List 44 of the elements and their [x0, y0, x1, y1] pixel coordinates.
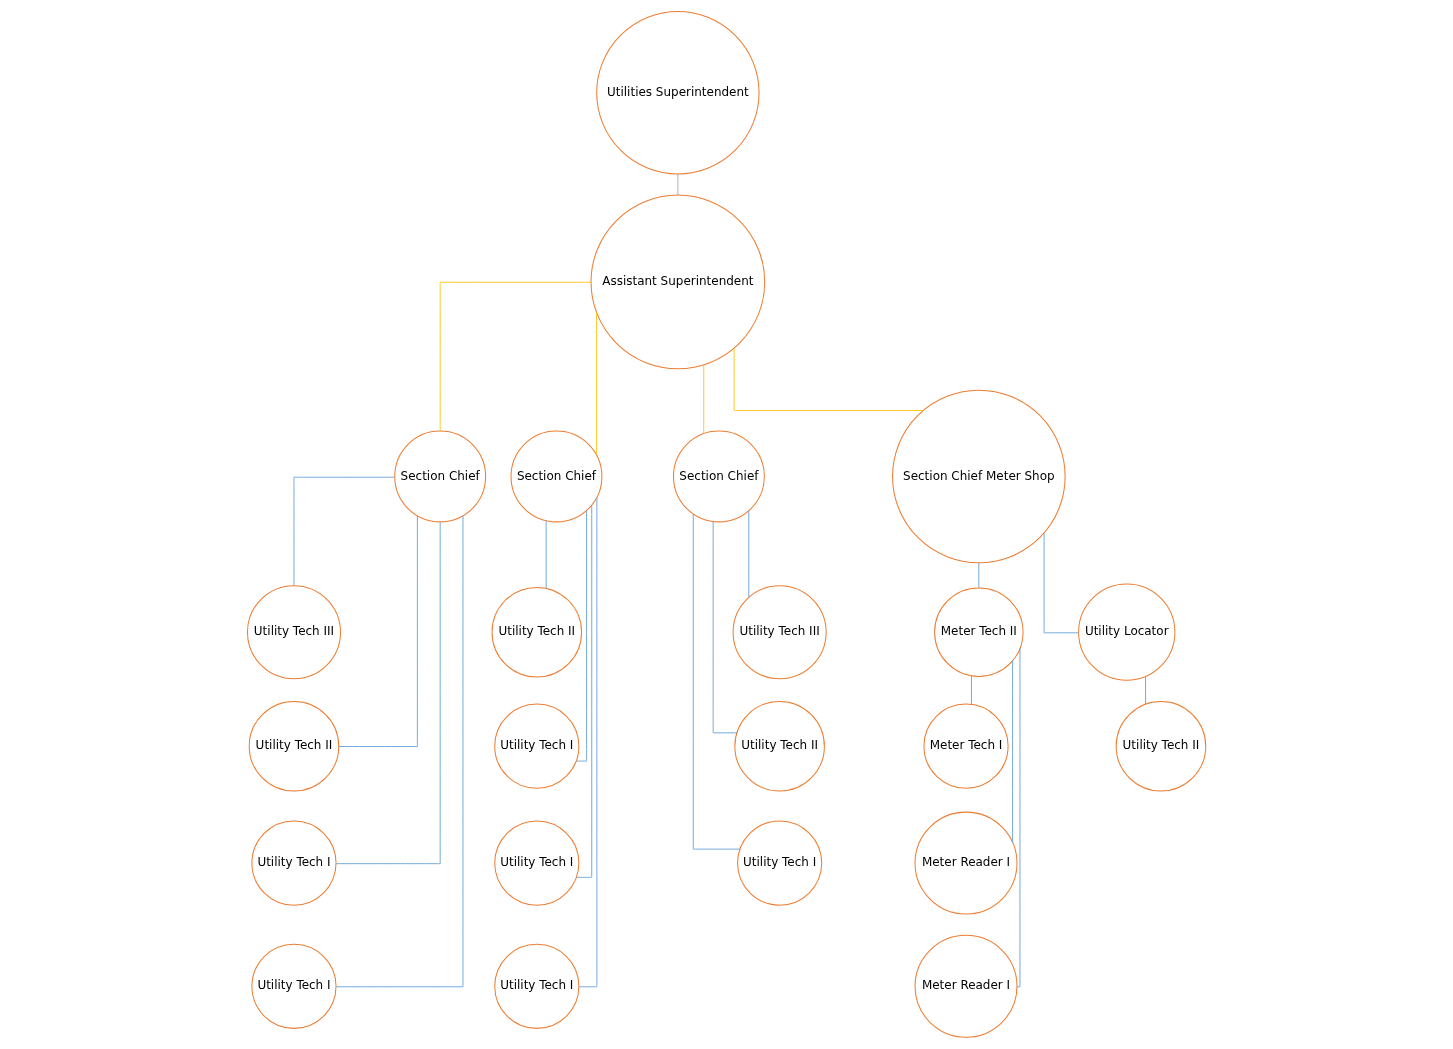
node-circle: Utility Tech I — [251, 820, 337, 906]
connector — [596, 312, 597, 455]
node-circle: Meter Tech II — [934, 587, 1024, 677]
node-circle: Utility Tech II — [734, 700, 825, 792]
node-circle: Utility Tech II — [248, 700, 340, 792]
connector — [971, 675, 972, 705]
node-circle: Meter Reader I — [914, 934, 1018, 1038]
connector — [1043, 532, 1080, 634]
node-circle: Utility Tech III — [732, 585, 827, 680]
connector — [748, 510, 750, 598]
node-circle: Utility Tech I — [494, 943, 580, 1029]
connector — [335, 521, 441, 865]
connector — [335, 515, 464, 988]
node-circle: Assistant Superintendent — [590, 194, 766, 370]
connector — [1012, 660, 1013, 843]
connector — [576, 505, 593, 878]
node-circle: Utilities Superintendent — [596, 11, 760, 175]
node-circle: Section Chief — [510, 430, 603, 523]
node-circle: Utility Tech I — [494, 703, 580, 789]
connector — [1145, 676, 1146, 705]
node-circle: Section Chief — [672, 430, 765, 523]
connector — [1016, 647, 1021, 988]
connector — [338, 515, 418, 747]
connector — [692, 513, 741, 850]
node-circle: Utility Tech I — [737, 820, 823, 906]
node-circle: Utility Tech III — [246, 585, 341, 680]
node-circle: Section Chief Meter Shop — [892, 389, 1066, 564]
connector — [576, 510, 587, 762]
node-circle: Section Chief — [394, 430, 487, 523]
connector — [545, 520, 547, 589]
connector — [703, 364, 705, 434]
node-circle: Utility Tech I — [251, 943, 337, 1029]
connector — [677, 173, 679, 196]
node-circle: Utility Tech II — [491, 586, 583, 678]
connector — [712, 521, 738, 734]
connector — [978, 562, 980, 589]
node-circle: Meter Tech I — [923, 703, 1009, 789]
connector — [293, 476, 395, 586]
node-circle: Utility Locator — [1078, 583, 1176, 681]
node-circle: Utility Tech I — [494, 820, 580, 906]
connector — [733, 347, 924, 411]
connector — [439, 281, 592, 432]
node-circle: Meter Reader I — [914, 811, 1018, 915]
node-circle: Utility Tech II — [1115, 700, 1207, 792]
